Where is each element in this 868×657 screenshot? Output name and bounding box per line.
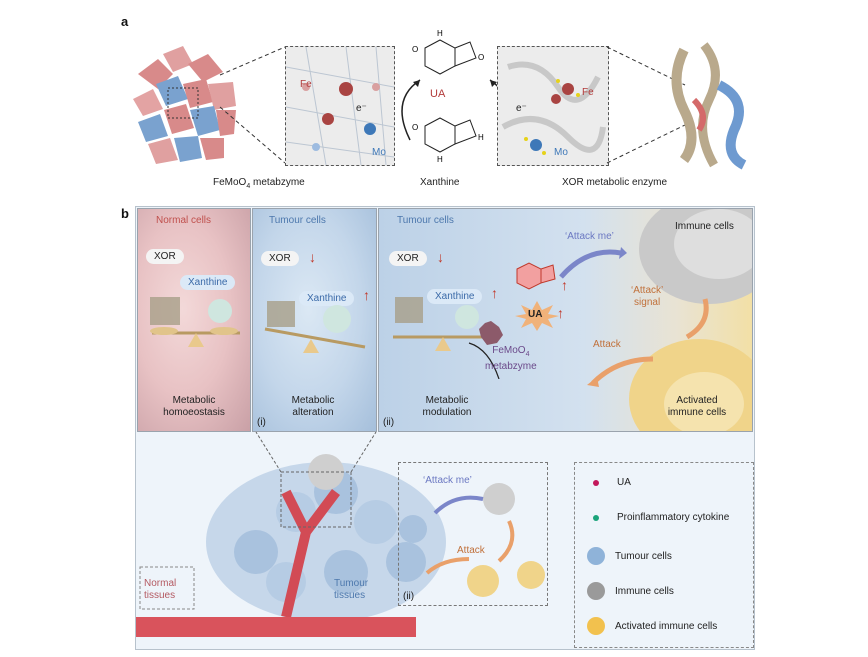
blood-vessel-branch <box>281 489 340 619</box>
attack-signal-arrow <box>685 298 709 340</box>
metabzyme-particle-icon <box>479 321 503 345</box>
attack-signal-label: ‘Attack’signal <box>631 285 664 308</box>
inset-index: (ii) <box>403 591 415 602</box>
panel-b-letter: b <box>121 206 129 221</box>
legend-label: Activated immune cells <box>615 620 718 632</box>
attack-me-label: ‘Attack me’ <box>565 231 614 242</box>
ua-burst-icon <box>515 301 559 331</box>
tumour-i-xanthine-up-icon: ↑ <box>363 287 370 303</box>
tumour-ii-xor-pill: XOR <box>389 251 427 266</box>
electron-label-left: e⁻ <box>356 103 367 114</box>
attack-me-arrow <box>559 247 627 279</box>
legend-label: Proinflammatory cytokine <box>617 512 730 523</box>
tumour-ii-xor-down-icon: ↓ <box>437 249 444 265</box>
tumour-ii-index: (ii) <box>383 417 395 428</box>
tumour-ii-balance-graphic <box>393 297 497 351</box>
zoom-connector-left <box>219 46 286 164</box>
tumour-i-title: Tumour cells <box>269 215 326 226</box>
attack-arrow <box>587 356 654 387</box>
uric-acid-molecule: O H O <box>412 29 484 75</box>
immune-cell-icon <box>587 582 605 600</box>
legend-item: Proinflammatory cytokine <box>585 512 729 523</box>
ua-label-center: UA <box>430 88 446 100</box>
immune-cells-label: Immune cells <box>675 221 734 232</box>
femoo4-zoom-box: Fe e⁻ Mo <box>285 46 395 166</box>
mo-label-right: Mo <box>554 147 568 158</box>
ua-burst-up-icon: ↑ <box>557 305 564 321</box>
tissue-illustration <box>136 432 446 637</box>
legend-label: Tumour cells <box>615 550 672 562</box>
legend-label: Immune cells <box>615 585 674 597</box>
femoo4-lattice-graphic <box>285 46 395 166</box>
tumour-i-panel: Tumour cells XOR ↓ Xanthine ↑ (i) Metabo… <box>252 208 377 432</box>
ua-burst-label: UA <box>528 309 543 320</box>
fe-label-right: Fe <box>582 87 594 98</box>
tumour-i-balance-graphic <box>264 301 366 353</box>
tumour-i-xor-pill: XOR <box>261 251 299 266</box>
svg-text:H: H <box>478 133 484 142</box>
tumour-ii-panel: Tumour cells XOR ↓ Xanthine ↑ ↑ UA ↑ FeM… <box>378 208 753 432</box>
mo-label-left: Mo <box>372 147 386 158</box>
legend-item: Tumour cells <box>585 547 672 565</box>
ua-dot-icon <box>593 479 599 486</box>
legend-item: Immune cells <box>585 582 674 600</box>
tumour-ii-xanthine-up-icon: ↑ <box>491 285 498 301</box>
svg-text:O: O <box>412 123 418 132</box>
femoo4-metabzyme-caption: FeMoO4 metabzyme <box>213 177 305 190</box>
legend-label: UA <box>617 477 631 488</box>
tumour-ii-title: Tumour cells <box>397 215 454 226</box>
immune-cell-graphic <box>639 209 752 304</box>
normal-xor-pill: XOR <box>146 249 184 264</box>
inset-cells-graphic <box>399 483 545 597</box>
inset-attack-me-label: ‘Attack me’ <box>423 475 472 486</box>
normal-xanthine-pill: Xanthine <box>180 275 236 290</box>
xor-protein-graphic <box>671 42 747 170</box>
crystal-polyhedra <box>133 46 236 164</box>
tumour-zoom-box <box>280 471 352 528</box>
ua-molecule-graphic <box>516 262 556 290</box>
tumour-ii-metabzyme-label: FeMoO4 metabzyme <box>485 345 537 372</box>
inset-attack-label: Attack <box>457 545 485 556</box>
svg-text:H: H <box>437 29 443 38</box>
tumour-cell-icon <box>587 547 605 565</box>
tumour-i-xanthine-pill: Xanthine <box>299 291 355 306</box>
activated-immune-cell-graphic <box>629 339 752 431</box>
xor-enzyme-caption: XOR metabolic enzyme <box>562 177 668 188</box>
legend-item: Activated immune cells <box>585 617 717 635</box>
fe-label-left: Fe <box>300 79 312 90</box>
activated-cell-icon <box>587 617 605 635</box>
tumour-mass <box>206 454 446 622</box>
svg-text:O: O <box>478 53 484 62</box>
tumour-ii-xanthine-pill: Xanthine <box>427 289 483 304</box>
ua-molecule-up-icon: ↑ <box>561 277 568 293</box>
cytokine-dot-icon <box>593 514 599 521</box>
panel-a-letter: a <box>121 14 129 29</box>
legend-item: UA <box>585 477 631 488</box>
normal-balance-graphic <box>150 297 240 347</box>
inset-ii-box: ‘Attack me’ Attack (ii) <box>398 462 548 606</box>
svg-text:O: O <box>412 45 418 54</box>
xor-zoom-box: e⁻ Fe Mo <box>497 46 609 166</box>
tumour-i-index: (i) <box>257 417 266 428</box>
electron-label-right: e⁻ <box>516 103 527 114</box>
attack-label: Attack <box>593 339 621 350</box>
xanthine-caption: Xanthine <box>420 177 460 188</box>
normal-tissue-box <box>139 566 195 610</box>
metabzyme-curve-arrow <box>468 342 500 379</box>
normal-cells-title: Normal cells <box>156 215 212 226</box>
tumour-i-xor-down-icon: ↓ <box>309 249 316 265</box>
svg-text:H: H <box>437 155 443 164</box>
blood-vessel <box>136 617 416 637</box>
xanthine-molecule: O H H <box>412 117 484 164</box>
xor-active-site-graphic <box>501 61 606 155</box>
femoo4-crystal-graphic <box>133 46 236 164</box>
